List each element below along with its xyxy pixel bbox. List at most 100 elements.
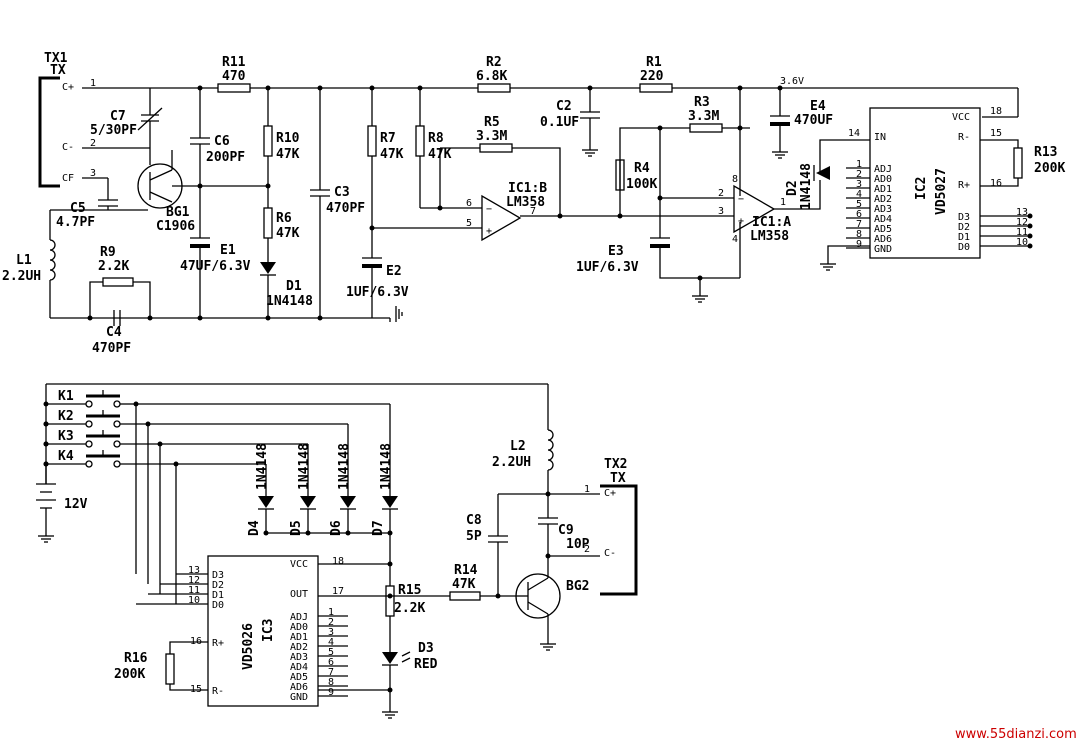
- ic3-pin-number: 8: [328, 677, 334, 688]
- svg-text:C4: C4: [106, 325, 122, 340]
- svg-text:R1: R1: [646, 55, 662, 70]
- svg-text:5P: 5P: [466, 529, 482, 544]
- svg-text:1N4148: 1N4148: [266, 294, 313, 309]
- svg-text:TX: TX: [610, 471, 626, 486]
- svg-text:5/30PF: 5/30PF: [90, 123, 137, 138]
- diode-type: 1N4148: [337, 443, 352, 490]
- svg-text:C1906: C1906: [156, 219, 195, 234]
- svg-text:C-: C-: [604, 548, 616, 559]
- svg-text:3.6V: 3.6V: [780, 76, 804, 87]
- r9-resistor: [102, 277, 134, 287]
- svg-text:4: 4: [732, 234, 738, 245]
- svg-text:47K: 47K: [428, 147, 452, 162]
- ic3-input-label: D0: [212, 600, 224, 611]
- bg2-transistor: BG2: [515, 573, 589, 619]
- svg-text:200PF: 200PF: [206, 150, 245, 165]
- svg-text:5: 5: [466, 218, 472, 229]
- svg-text:C9: C9: [558, 523, 574, 538]
- svg-text:220: 220: [640, 69, 664, 84]
- svg-text:C2: C2: [556, 99, 572, 114]
- r10-resistor: [263, 125, 273, 157]
- d1-diode: [260, 262, 276, 274]
- svg-text:TX2: TX2: [604, 457, 627, 472]
- tx1-antenna: TX1 TX C+ C- CF 1 2 3: [38, 51, 96, 188]
- key-switch-k1[interactable]: K1: [43, 389, 137, 408]
- ic2-output-label: D0: [958, 242, 970, 253]
- svg-text:2.2K: 2.2K: [394, 601, 425, 616]
- svg-text:16: 16: [990, 178, 1002, 189]
- svg-text:6: 6: [466, 198, 472, 209]
- ic2-output-label: D2: [958, 222, 970, 233]
- svg-text:C+: C+: [604, 488, 616, 499]
- svg-text:C6: C6: [214, 134, 230, 149]
- key-switch-k4[interactable]: K4: [43, 449, 177, 468]
- ic3-pin-number: 7: [328, 667, 334, 678]
- svg-text:1UF/6.3V: 1UF/6.3V: [576, 260, 639, 275]
- ic3-pin-number: 4: [328, 637, 334, 648]
- svg-text:470: 470: [222, 69, 246, 84]
- svg-text:R9: R9: [100, 245, 116, 260]
- svg-text:IC2: IC2: [914, 177, 929, 200]
- svg-text:100K: 100K: [626, 177, 657, 192]
- svg-text:15: 15: [990, 128, 1002, 139]
- svg-text:47K: 47K: [380, 147, 404, 162]
- svg-text:VCC: VCC: [290, 559, 308, 570]
- ic2-pin-number: 9: [856, 239, 862, 250]
- svg-text:R-: R-: [212, 686, 224, 697]
- svg-text:47K: 47K: [452, 577, 476, 592]
- ic3-pin-label: AD2: [290, 642, 308, 653]
- svg-text:47UF/6.3V: 47UF/6.3V: [180, 259, 251, 274]
- svg-text:470PF: 470PF: [326, 201, 365, 216]
- svg-text:3.3M: 3.3M: [688, 109, 719, 124]
- ic2-output-number: 11: [1016, 227, 1028, 238]
- svg-text:8: 8: [732, 174, 738, 185]
- r14-resistor: [449, 591, 481, 601]
- ic1a-opamp: [733, 184, 776, 234]
- svg-text:470PF: 470PF: [92, 341, 131, 356]
- svg-text:R10: R10: [276, 131, 300, 146]
- svg-text:C5: C5: [70, 201, 86, 216]
- key-label: K1: [58, 389, 74, 404]
- svg-text:47K: 47K: [276, 147, 300, 162]
- ic3-input-label: D3: [212, 570, 224, 581]
- ic2-pin-label: AD5: [874, 224, 892, 235]
- d2-diode: [816, 166, 830, 180]
- ic2-pin-label: AD3: [874, 204, 892, 215]
- svg-text:R2: R2: [486, 55, 502, 70]
- svg-text:−: −: [486, 204, 492, 215]
- ic2-pin-label: GND: [874, 244, 892, 255]
- ic3-input-label: D2: [212, 580, 224, 591]
- svg-text:IC3: IC3: [261, 619, 276, 642]
- ic3-input-number: 12: [188, 575, 200, 586]
- ic2-pin-label: AD1: [874, 184, 892, 195]
- svg-text:+: +: [738, 216, 744, 227]
- svg-text:R14: R14: [454, 563, 478, 578]
- svg-text:IC1:A: IC1:A: [752, 215, 791, 230]
- d5-diode: D5 1N4148: [289, 443, 316, 536]
- svg-text:47K: 47K: [276, 226, 300, 241]
- svg-text:200K: 200K: [1034, 161, 1065, 176]
- r13-resistor: [1013, 147, 1023, 179]
- svg-text:3: 3: [718, 206, 724, 217]
- svg-text:2.2UH: 2.2UH: [492, 455, 531, 470]
- r2-resistor: [477, 83, 511, 93]
- ic2-pin-number: 8: [856, 229, 862, 240]
- key-switch-k3[interactable]: K3: [43, 429, 161, 448]
- svg-text:4.7PF: 4.7PF: [56, 215, 95, 230]
- diode-ref: D5: [289, 520, 304, 536]
- svg-text:VD5026: VD5026: [241, 623, 256, 670]
- svg-text:3: 3: [90, 168, 96, 179]
- key-label: K2: [58, 409, 74, 424]
- ic3-pin-label: AD3: [290, 652, 308, 663]
- ic2-pin-number: 2: [856, 169, 862, 180]
- ic3-input-number: 11: [188, 585, 200, 596]
- ic3-pin-number: 2: [328, 617, 334, 628]
- diode-type: 1N4148: [297, 443, 312, 490]
- svg-text:R15: R15: [398, 583, 421, 598]
- ic3-pin-label: ADJ: [290, 612, 308, 623]
- svg-text:7: 7: [530, 206, 536, 217]
- key-switch-k2[interactable]: K2: [43, 409, 149, 428]
- ic3-pin-number: 6: [328, 657, 334, 668]
- r1-resistor: [639, 83, 673, 93]
